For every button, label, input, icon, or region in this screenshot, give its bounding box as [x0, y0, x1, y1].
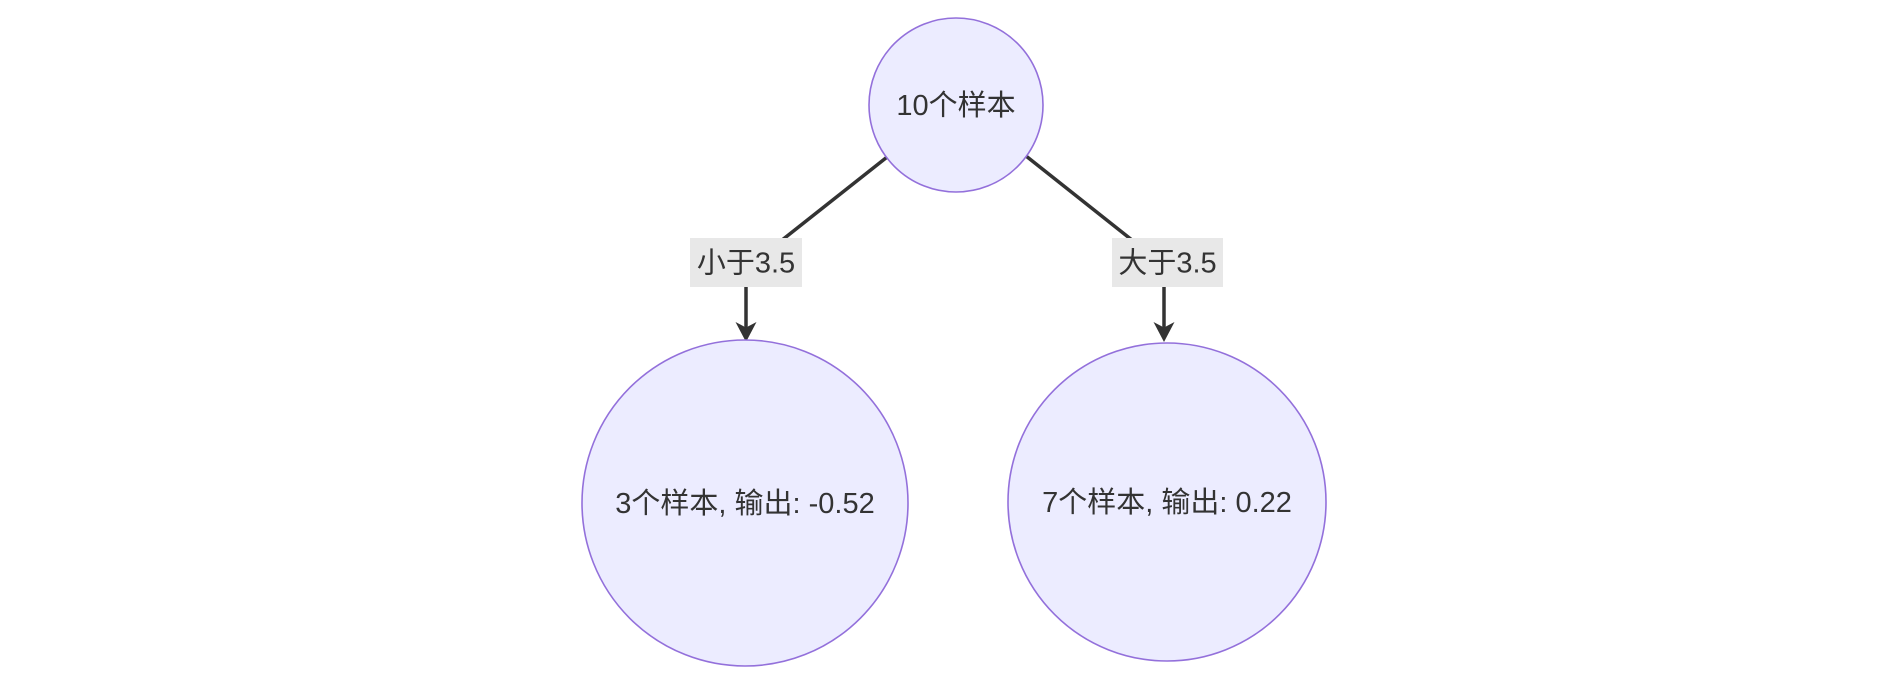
edge-left-label-group: 小于3.5 [690, 238, 802, 287]
root-node-circle [868, 17, 1044, 193]
edge-left-label-bg [690, 238, 802, 287]
edge-left-label: 小于3.5 [697, 248, 795, 280]
right-leaf-node-label: 7个样本, 输出: 0.22 [1042, 486, 1292, 519]
edge-left-line-upper [770, 155, 889, 250]
root-node: 10个样本 [868, 17, 1044, 193]
right-leaf-node: 7个样本, 输出: 0.22 [1007, 342, 1327, 662]
right-leaf-node-circle [1007, 342, 1327, 662]
left-leaf-node-label: 3个样本, 输出: -0.52 [615, 487, 874, 520]
left-leaf-node: 3个样本, 输出: -0.52 [581, 339, 909, 667]
edge-right-line-upper [1024, 154, 1144, 250]
edge-right-arrowhead-icon [1153, 322, 1175, 342]
edge-right-label-bg [1112, 238, 1223, 287]
root-node-label: 10个样本 [896, 89, 1015, 122]
edge-left [735, 155, 889, 342]
left-leaf-node-circle [581, 339, 909, 667]
edge-right [1024, 154, 1175, 342]
edge-right-label: 大于3.5 [1118, 247, 1216, 280]
edge-right-label-group: 大于3.5 [1112, 238, 1223, 287]
edge-left-arrowhead-icon [735, 322, 757, 342]
